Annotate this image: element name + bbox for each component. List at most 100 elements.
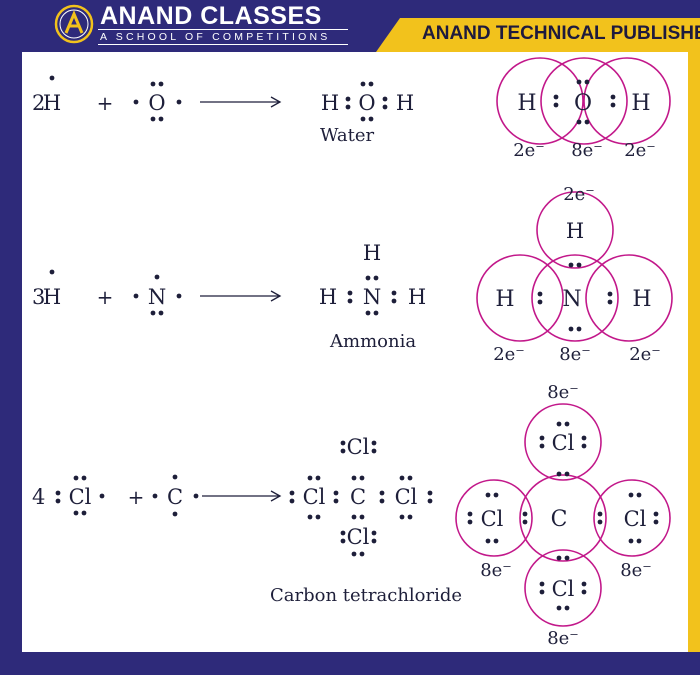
electron-pair-dot [340,448,346,454]
electron-pair-dot [158,81,164,87]
electron-pair-dot [368,116,374,122]
electron-pair-dot [359,514,365,520]
ammonia-model-h-left: H [495,287,514,312]
ammonia-ring-left [476,254,564,342]
water-shell-center: 8e⁻ [571,140,603,161]
electron-pair-dot [359,551,365,557]
electron-dot [49,75,55,81]
ammonia-shell-right: 2e⁻ [629,344,661,365]
publisher-ribbon-edge [376,18,400,52]
electron-pair-dot [158,310,164,316]
electron-pair-dot [73,510,79,516]
electron-pair-dot [576,262,582,268]
electron-dot [133,293,139,299]
electron-pair-dot [150,310,156,316]
electron-pair-dot [564,555,570,561]
electron-pair-dot [371,440,377,446]
electron-pair-dot [55,490,61,496]
electron-pair-dot [399,475,405,481]
electron-pair-dot [467,519,473,525]
electron-pair-dot [150,116,156,122]
electron-pair-dot [539,581,545,587]
electron-pair-dot [371,448,377,454]
ccl4-reactant-c: C [167,485,183,509]
electron-pair-dot [289,490,295,496]
electron-pair-dot [407,475,413,481]
ccl4-model-cl-right: Cl [624,507,647,531]
ammonia-ring-top [536,191,614,269]
electron-pair-dot [467,511,473,517]
electron-pair-dot [345,104,351,110]
water-model-h-right: H [631,91,650,116]
ccl4-ring-left [455,479,533,557]
ammonia-h-top: H [363,241,381,265]
electron-pair-dot [382,104,388,110]
electron-pair-dot [539,443,545,449]
electron-pair-dot [391,290,397,296]
ccl4-coefficient: 4 [32,485,45,509]
ccl4-model-cl-left: Cl [481,507,504,531]
side-strip [688,52,700,652]
electron-pair-dot [73,475,79,481]
ccl4-shell-right: 8e⁻ [620,560,652,581]
electron-pair-dot [493,492,499,498]
electron-pair-dot [576,79,582,85]
ccl4-cl-right: Cl [395,485,418,509]
ccl4-arrow-head [270,490,282,502]
electron-pair-dot [158,116,164,122]
electron-pair-dot [581,589,587,595]
electron-dot [154,274,160,280]
electron-dot [176,99,182,105]
electron-pair-dot [556,555,562,561]
water-shell-left: 2e⁻ [513,140,545,161]
electron-pair-dot [81,475,87,481]
electron-dot [172,511,178,517]
water-h-right: H [396,91,414,115]
electron-pair-dot [564,421,570,427]
water-ring-center [540,57,628,145]
ccl4-c: C [350,485,366,509]
electron-pair-dot [315,514,321,520]
electron-pair-dot [345,96,351,102]
electron-dot [176,293,182,299]
electron-pair-dot [347,290,353,296]
electron-pair-dot [553,102,559,108]
electron-pair-dot [359,475,365,481]
electron-pair-dot [427,490,433,496]
electron-pair-dot [597,511,603,517]
electron-pair-dot [351,475,357,481]
electron-pair-dot [539,435,545,441]
ammonia-h-left: H [319,285,337,309]
electron-dot [193,493,199,499]
electron-pair-dot [522,511,528,517]
water-coefficient: 2 [32,91,45,115]
electron-pair-dot [333,498,339,504]
water-o: O [358,91,375,115]
electron-pair-dot [365,275,371,281]
water-reactant-h: H [43,91,61,115]
electron-pair-dot [379,490,385,496]
logo-icon [54,4,94,44]
water-arrow-head [270,96,282,108]
tagline-rule-bottom [98,44,348,45]
electron-pair-dot [636,538,642,544]
electron-dot [152,493,158,499]
electron-pair-dot [391,298,397,304]
ccl4-model-cl-bottom: Cl [552,577,575,601]
ccl4-reactant-cl: Cl [69,485,92,509]
ammonia-model-h-top: H [566,219,584,243]
ccl4-shell-left: 8e⁻ [480,560,512,581]
electron-pair-dot [564,605,570,611]
electron-pair-dot [610,94,616,100]
electron-pair-dot [371,530,377,536]
electron-pair-dot [485,492,491,498]
water-ring-right [583,57,671,145]
electron-pair-dot [653,519,659,525]
electron-pair-dot [610,102,616,108]
electron-pair-dot [556,605,562,611]
ammonia-ring-right [585,254,673,342]
electron-pair-dot [365,310,371,316]
